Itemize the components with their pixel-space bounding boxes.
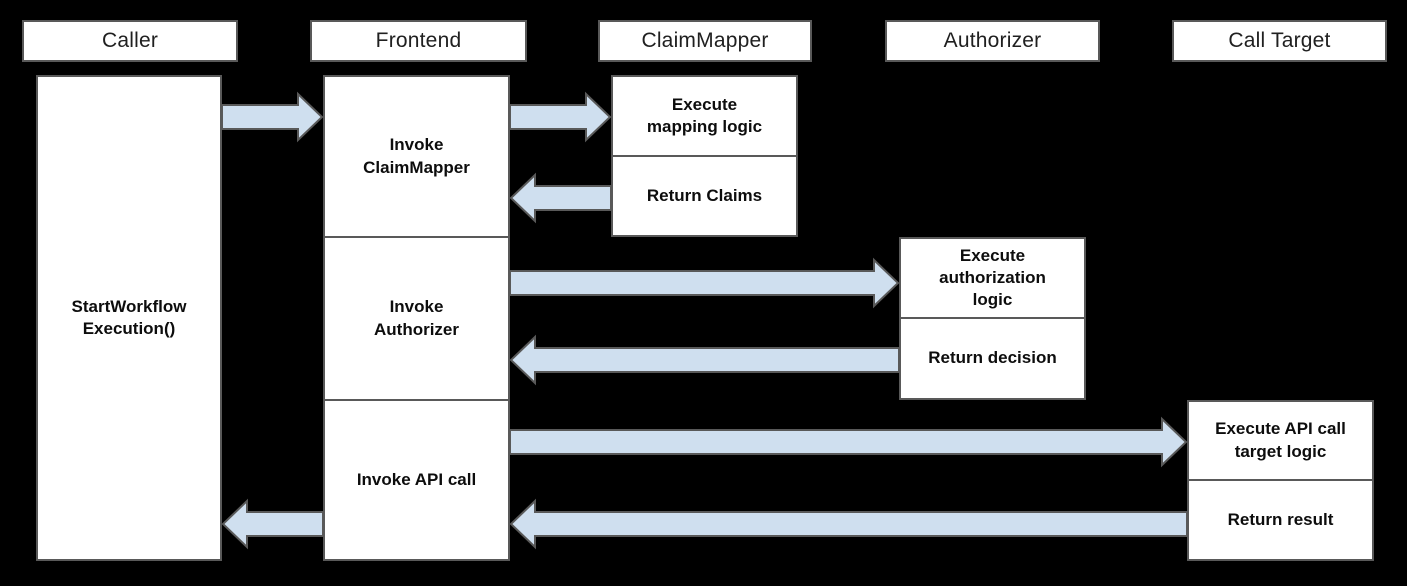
activity-frontend-invoke-api-call-label: Invoke API call: [356, 469, 477, 489]
activity-frontend-invoke-api-call[interactable]: Invoke API call: [323, 400, 510, 561]
lane-header-authorizer-label: Authorizer: [943, 29, 1042, 52]
lane-header-frontend[interactable]: Frontend: [310, 20, 527, 62]
activity-claimmapper-execute-mapping-logic-label: Execute mapping logic: [646, 94, 763, 136]
arrow-frontend-to-claimmapper[interactable]: [509, 91, 612, 143]
arrow-frontend-to-authorizer[interactable]: [509, 257, 900, 309]
lane-header-claimmapper-label: ClaimMapper: [641, 29, 769, 52]
activity-frontend-invoke-claimmapper[interactable]: Invoke ClaimMapper: [323, 75, 510, 237]
lane-header-authorizer[interactable]: Authorizer: [885, 20, 1100, 62]
arrow-frontend-to-caller[interactable]: [221, 498, 324, 550]
activity-calltarget-execute-api-call-target-logic[interactable]: Execute API call target logic: [1187, 400, 1374, 480]
activity-claimmapper-return-claims-label: Return Claims: [646, 185, 763, 205]
lane-header-caller[interactable]: Caller: [22, 20, 238, 62]
arrow-claimmapper-to-frontend[interactable]: [509, 172, 612, 224]
lane-header-claimmapper[interactable]: ClaimMapper: [598, 20, 812, 62]
activity-authorizer-return-decision[interactable]: Return decision: [899, 318, 1086, 400]
activity-calltarget-return-result[interactable]: Return result: [1187, 480, 1374, 561]
activity-authorizer-execute-authorization-logic-label: Execute authorization logic: [939, 245, 1046, 310]
activity-authorizer-return-decision-label: Return decision: [928, 348, 1057, 368]
activity-calltarget-execute-api-call-target-logic-label: Execute API call target logic: [1215, 419, 1346, 461]
activity-authorizer-execute-authorization-logic[interactable]: Execute authorization logic: [899, 237, 1086, 318]
activity-frontend-invoke-authorizer[interactable]: Invoke Authorizer: [323, 237, 510, 400]
activity-caller-start-workflow-execution-label: StartWorkflow Execution(): [71, 296, 187, 338]
activity-calltarget-return-result-label: Return result: [1227, 509, 1334, 529]
arrow-frontend-to-calltarget[interactable]: [509, 416, 1188, 468]
activity-claimmapper-execute-mapping-logic[interactable]: Execute mapping logic: [611, 75, 798, 156]
lane-header-frontend-label: Frontend: [375, 29, 462, 52]
activity-frontend-invoke-authorizer-label: Invoke Authorizer: [374, 297, 459, 339]
arrow-calltarget-to-frontend[interactable]: [509, 498, 1188, 550]
lane-header-calltarget[interactable]: Call Target: [1172, 20, 1387, 62]
lane-header-calltarget-label: Call Target: [1228, 29, 1331, 52]
activity-frontend-invoke-claimmapper-label: Invoke ClaimMapper: [363, 135, 470, 177]
lane-header-caller-label: Caller: [101, 29, 159, 52]
activity-caller-start-workflow-execution[interactable]: StartWorkflow Execution(): [36, 75, 222, 561]
arrow-caller-to-frontend[interactable]: [221, 91, 324, 143]
arrow-authorizer-to-frontend[interactable]: [509, 334, 900, 386]
activity-claimmapper-return-claims[interactable]: Return Claims: [611, 156, 798, 237]
